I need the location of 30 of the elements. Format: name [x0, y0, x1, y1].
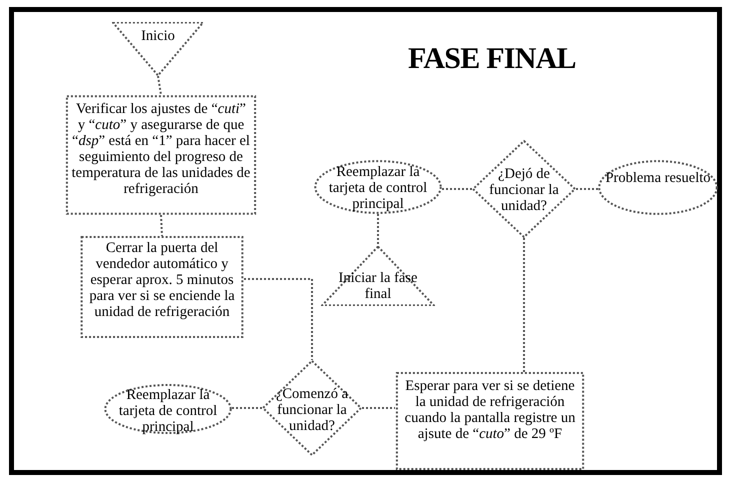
connector-line [576, 188, 598, 190]
connector-line [232, 407, 262, 409]
process-box [80, 236, 244, 338]
terminal-ellipse [598, 160, 718, 215]
node-text: Reemplazar la tarjeta de control principal [118, 387, 218, 435]
decision-diamond [262, 360, 362, 456]
diagram-title: FASE FINAL [408, 44, 576, 74]
connector-line [442, 188, 472, 190]
connector-line [157, 76, 162, 96]
node-text: Problema resuelto [605, 170, 711, 186]
start-triangle [321, 246, 435, 306]
node-text: Reemplazar la tarjeta de control principal [328, 164, 428, 212]
process-box [395, 372, 585, 470]
start-triangle [112, 22, 204, 76]
decision-diamond [472, 140, 576, 238]
node-text: ¿Comenzó a funcionar la unidad? [274, 386, 350, 434]
node-text: Esperar para ver si se detiene la unidad de refrigeración cuando la pantalla registre un ajsute de “cuto” de 29 ºF [404, 378, 576, 442]
node-text: Iniciar la fase final [338, 270, 418, 302]
node-text: ¿Dejó de funcionar la unidad? [488, 166, 560, 214]
connector-line [362, 407, 395, 409]
terminal-ellipse [314, 160, 442, 214]
connector-line [160, 214, 163, 236]
node-text: Verificar los ajustes de “cuti” y “cuto” y asegurarse de que “dsp” está en “1” para hacer el seguimiento del progreso de temperatura de las unidades de refrigeración [71, 101, 251, 197]
process-box [65, 95, 257, 215]
node-text: Cerrar la puerta del vendedor automático y esperar aprox. 5 minutos para ver si se enciende la unidad de refrigeración [88, 240, 236, 320]
connector-line [244, 278, 313, 360]
connector-line [377, 214, 379, 246]
node-text: Inicio [141, 28, 175, 44]
connector-line [523, 238, 525, 372]
terminal-ellipse [104, 384, 232, 434]
